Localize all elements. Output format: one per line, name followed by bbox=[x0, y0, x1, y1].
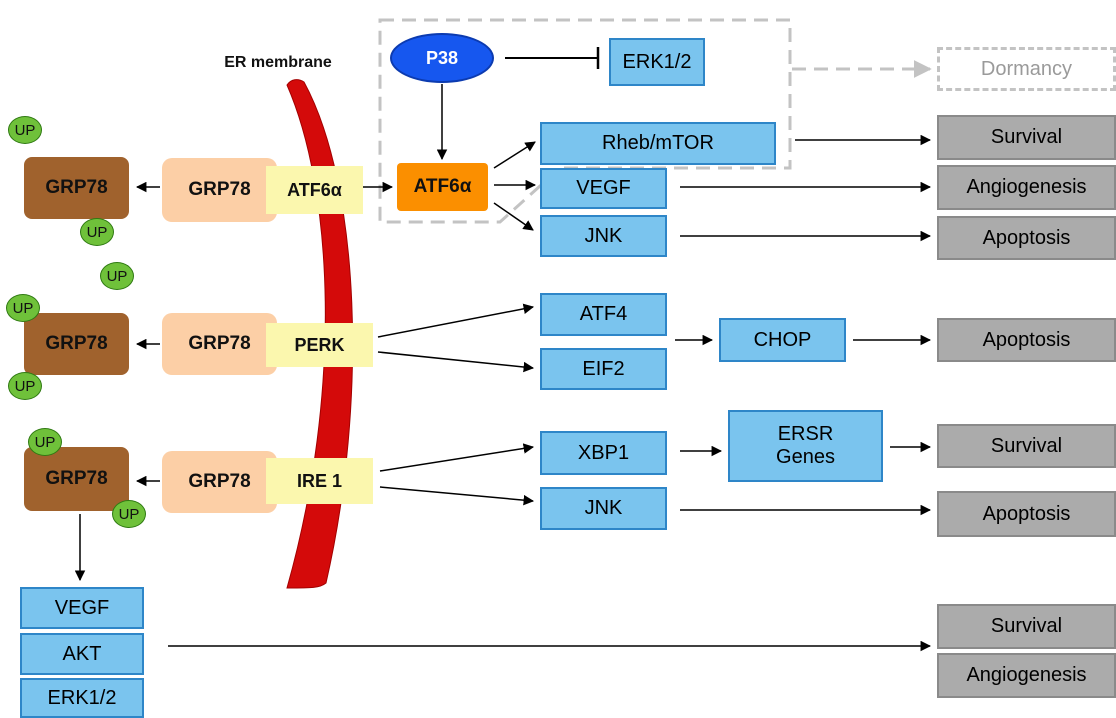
survival-outcome-3: Survival bbox=[937, 604, 1116, 649]
perk-to-eif2-arrow bbox=[377, 351, 535, 373]
up-badge-ire1-top: UP bbox=[28, 428, 62, 456]
grp78-free-atf6-row: GRP78 bbox=[24, 157, 129, 219]
p38-node: P38 bbox=[390, 33, 494, 83]
eif2-node: EIF2 bbox=[540, 348, 667, 390]
grp78-bound-perk: GRP78 bbox=[162, 313, 277, 375]
up-badge-perk-top: UP bbox=[100, 262, 134, 290]
vegf-bottom-node: VEGF bbox=[20, 587, 144, 629]
survival-outcome-1: Survival bbox=[937, 115, 1116, 160]
up-badge-atf6-bottom: UP bbox=[80, 218, 114, 246]
ire1-receptor: IRE 1 bbox=[266, 458, 373, 504]
erk12-bottom-node: ERK1/2 bbox=[20, 678, 144, 718]
angiogenesis-outcome-1: Angiogenesis bbox=[937, 165, 1116, 210]
rheb-mtor-node: Rheb/mTOR bbox=[540, 122, 776, 165]
atf6-to-rheb-arrow bbox=[493, 141, 536, 169]
atf6a-cleaved-node: ATF6α bbox=[397, 163, 488, 211]
grp78-bound-atf6: GRP78 bbox=[162, 158, 277, 222]
xbp1-node: XBP1 bbox=[540, 431, 667, 475]
ire1-to-xbp1-arrow bbox=[379, 443, 535, 472]
atf6a-receptor: ATF6α bbox=[266, 166, 363, 214]
ersr-label-line-1: ERSR bbox=[777, 423, 834, 445]
grp78-bound-ire1: GRP78 bbox=[162, 451, 277, 513]
ire1-to-jnk-arrow bbox=[379, 486, 535, 506]
erk12-top-node: ERK1/2 bbox=[609, 38, 705, 86]
akt-node: AKT bbox=[20, 633, 144, 675]
up-badge-ire1-bottom: UP bbox=[112, 500, 146, 528]
er-membrane-label: ER membrane bbox=[224, 54, 332, 71]
perk-receptor: PERK bbox=[266, 323, 373, 367]
up-badge-perk-left-bottom: UP bbox=[8, 372, 42, 400]
jnk-top-node: JNK bbox=[540, 215, 667, 257]
apoptosis-outcome-3: Apoptosis bbox=[937, 491, 1116, 537]
grp78-free-perk-row: GRP78 bbox=[24, 313, 129, 375]
up-badge-perk-left-top: UP bbox=[6, 294, 40, 322]
jnk-mid-node: JNK bbox=[540, 487, 667, 530]
perk-to-atf4-arrow bbox=[377, 303, 535, 338]
atf4-node: ATF4 bbox=[540, 293, 667, 336]
ersr-label-line-2: Genes bbox=[776, 446, 835, 468]
grp78-free-ire1-row: GRP78 bbox=[24, 447, 129, 511]
up-badge-atf6-top: UP bbox=[8, 116, 42, 144]
dormancy-outcome: Dormancy bbox=[937, 47, 1116, 91]
p38-region-dashed-outline bbox=[378, 18, 792, 224]
apoptosis-outcome-2: Apoptosis bbox=[937, 318, 1116, 362]
angiogenesis-outcome-2: Angiogenesis bbox=[937, 653, 1116, 698]
vegf-top-node: VEGF bbox=[540, 168, 667, 209]
apoptosis-outcome-1: Apoptosis bbox=[937, 216, 1116, 260]
ersr-genes-node: ERSR Genes bbox=[728, 410, 883, 482]
survival-outcome-2: Survival bbox=[937, 424, 1116, 468]
atf6-to-jnk-arrow bbox=[493, 202, 534, 231]
chop-node: CHOP bbox=[719, 318, 846, 362]
